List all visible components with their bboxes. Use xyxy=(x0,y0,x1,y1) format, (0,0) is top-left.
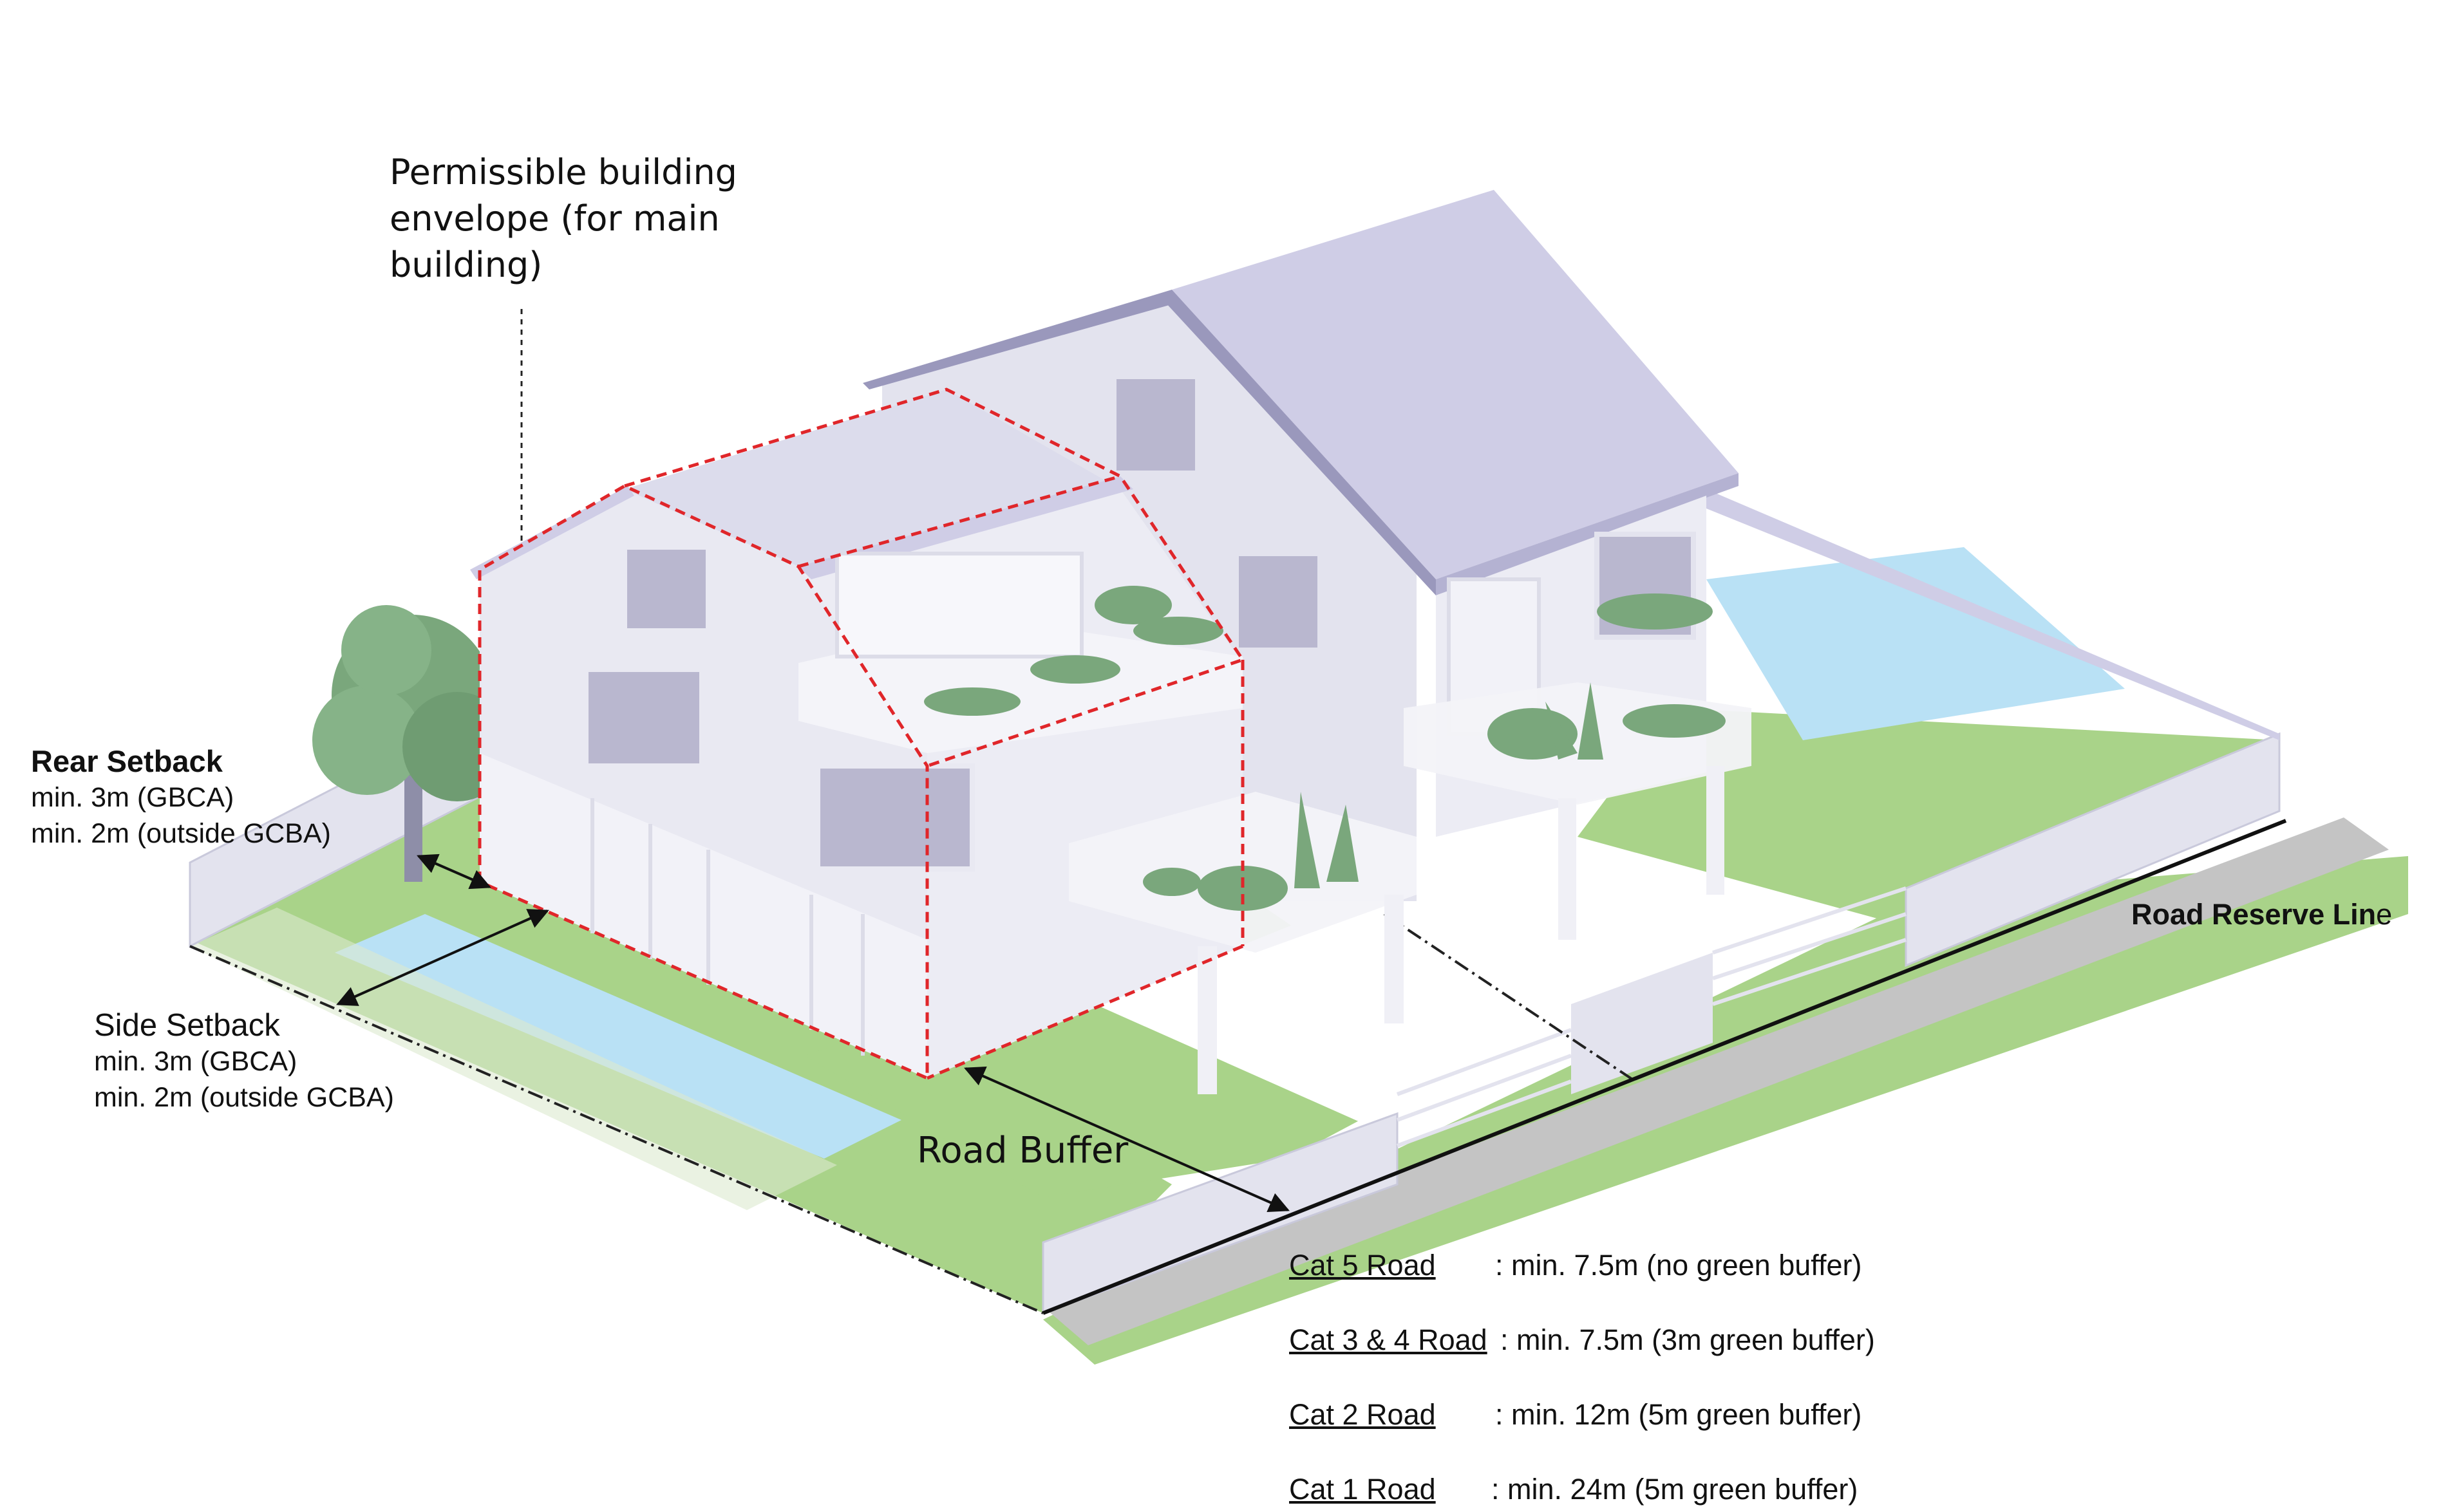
road-category-name: Cat 3 & 4 Road xyxy=(1289,1323,1487,1357)
road-category-row: Cat 3 & 4 Road : min. 7.5m (3m green buf… xyxy=(1289,1323,1487,1357)
envelope-label: Permissible building envelope (for main … xyxy=(390,149,853,288)
front-balcony-post xyxy=(1198,946,1217,1094)
window xyxy=(818,766,972,869)
side-setback-block: Side Setback min. 3m (GBCA) min. 2m (out… xyxy=(94,1007,394,1115)
window xyxy=(1114,377,1198,473)
rear-balcony-post xyxy=(1706,766,1724,895)
rear-setback-line: min. 2m (outside GCBA) xyxy=(31,816,331,852)
road-category-value: : min. 7.5m (no green buffer) xyxy=(1495,1249,1861,1282)
road-category-row: Cat 2 Road : min. 12m (5m green buffer) xyxy=(1289,1398,1436,1432)
window xyxy=(1236,554,1320,650)
road-category-name: Cat 1 Road xyxy=(1289,1473,1436,1506)
side-setback-title: Side Setback xyxy=(94,1007,394,1043)
road-category-row: Cat 5 Road : min. 7.5m (no green buffer) xyxy=(1289,1249,1436,1282)
side-setback-line: min. 2m (outside GCBA) xyxy=(94,1079,394,1115)
side-setback-line: min. 3m (GBCA) xyxy=(94,1043,394,1079)
road-category-value: : min. 12m (5m green buffer) xyxy=(1495,1398,1861,1432)
rear-setback-block: Rear Setback min. 3m (GBCA) min. 2m (out… xyxy=(31,743,331,852)
road-reserve-label-tail: e xyxy=(2376,898,2392,931)
road-category-name: Cat 5 Road xyxy=(1289,1249,1436,1282)
road-reserve-label: Road Reserve Line xyxy=(2131,898,2392,931)
road-category-row: Cat 1 Road : min. 24m (5m green buffer) xyxy=(1289,1473,1436,1506)
upper-glazing xyxy=(837,554,1082,657)
window xyxy=(625,547,708,631)
rear-setback-line: min. 3m (GBCA) xyxy=(31,779,331,816)
window xyxy=(586,669,702,766)
road-category-value: : min. 7.5m (3m green buffer) xyxy=(1500,1323,1875,1357)
road-category-value: : min. 24m (5m green buffer) xyxy=(1491,1473,1858,1506)
road-buffer-label: Road Buffer xyxy=(917,1130,1128,1171)
front-balcony-post xyxy=(1384,895,1404,1023)
rear-balcony-post xyxy=(1558,798,1576,940)
rear-setback-title: Rear Setback xyxy=(31,743,331,779)
road-category-name: Cat 2 Road xyxy=(1289,1398,1436,1432)
road-reserve-label-main: Road Reserve Lin xyxy=(2131,898,2376,931)
